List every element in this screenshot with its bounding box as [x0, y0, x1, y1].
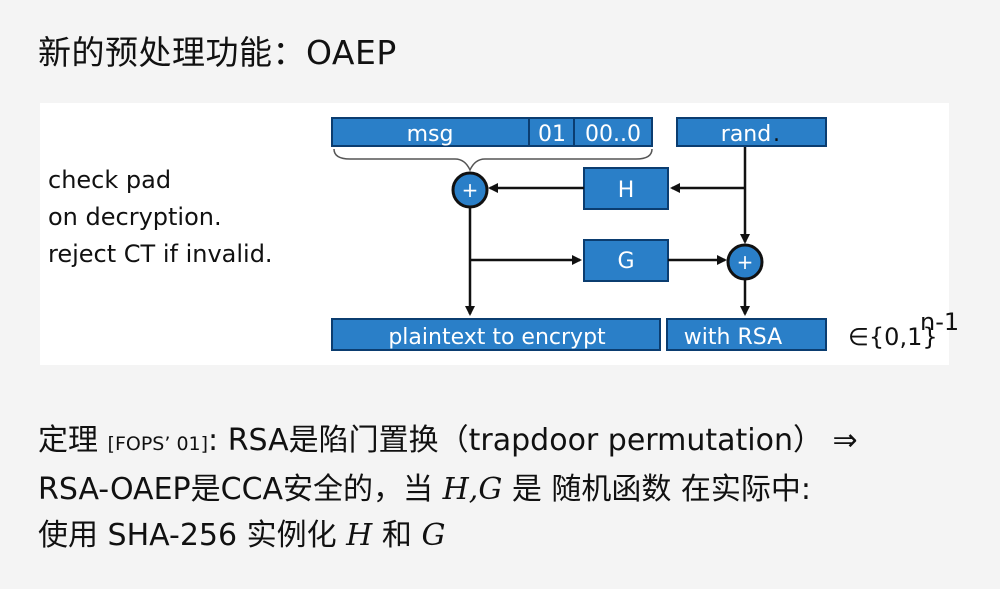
set-label: ∈{0,1}: [848, 323, 938, 351]
set-exponent: n-1: [920, 308, 959, 336]
theorem-line-3: 使用 SHA-256 实例化 H 和 G: [38, 513, 858, 559]
xor-bottom-symbol: +: [737, 250, 754, 274]
side-note-line: reject CT if invalid.: [48, 240, 273, 268]
pad00-box: [573, 117, 653, 147]
math-var-h: H: [346, 518, 373, 553]
math-var-h: H: [442, 472, 469, 507]
g-label: G: [617, 249, 634, 274]
side-note-line: check pad: [48, 166, 172, 194]
side-note-line: on decryption.: [48, 203, 222, 231]
output-right-box: [666, 318, 827, 351]
h-box: [583, 167, 669, 210]
theorem-line-2: RSA-OAEP是CCA安全的，当 H,G 是 随机函数 在实际中:: [38, 467, 858, 513]
page-title: 新的预处理功能：OAEP: [38, 33, 397, 72]
pad00-label: 00..0: [585, 122, 641, 147]
output-left-box: [331, 318, 661, 351]
pad01-label: 01: [538, 122, 566, 147]
math-comma: ,: [468, 472, 479, 507]
rand-label: rand: [721, 122, 771, 147]
g-box: [583, 239, 669, 282]
math-var-g: G: [478, 472, 503, 507]
rand-dot: .: [773, 122, 780, 147]
theorem: 定理 [FOPS’ 01]: RSA是陷门置换（trapdoor permuta…: [38, 418, 858, 559]
msg-box: [331, 117, 530, 147]
theorem-line-1-text: RSA是陷门置换（trapdoor permutation） ⇒: [227, 423, 858, 458]
theorem-line-1: 定理 [FOPS’ 01]: RSA是陷门置换（trapdoor permuta…: [38, 418, 858, 467]
theorem-line-2-a: RSA-OAEP是CCA安全的，当: [38, 472, 434, 507]
theorem-colon: :: [208, 423, 219, 458]
xor-top-node: [451, 171, 489, 209]
theorem-label: 定理: [38, 423, 98, 458]
brace: [333, 148, 653, 172]
theorem-line-3-and: 和: [381, 518, 412, 553]
h-label: H: [618, 178, 635, 203]
rand-box: [676, 117, 827, 147]
theorem-citation: [FOPS’ 01]: [107, 433, 209, 455]
math-var-g: G: [421, 518, 446, 553]
theorem-line-2-b: 是 随机函数 在实际中:: [511, 472, 812, 507]
output-right-label: with RSA: [684, 325, 782, 350]
xor-bottom-node: [726, 243, 764, 281]
xor-top-symbol: +: [462, 178, 479, 202]
msg-label: msg: [407, 122, 454, 147]
side-note: check pad on decryption. reject CT if in…: [48, 162, 273, 273]
output-left-label: plaintext to encrypt: [388, 325, 606, 350]
theorem-line-3-a: 使用 SHA-256 实例化: [38, 518, 337, 553]
